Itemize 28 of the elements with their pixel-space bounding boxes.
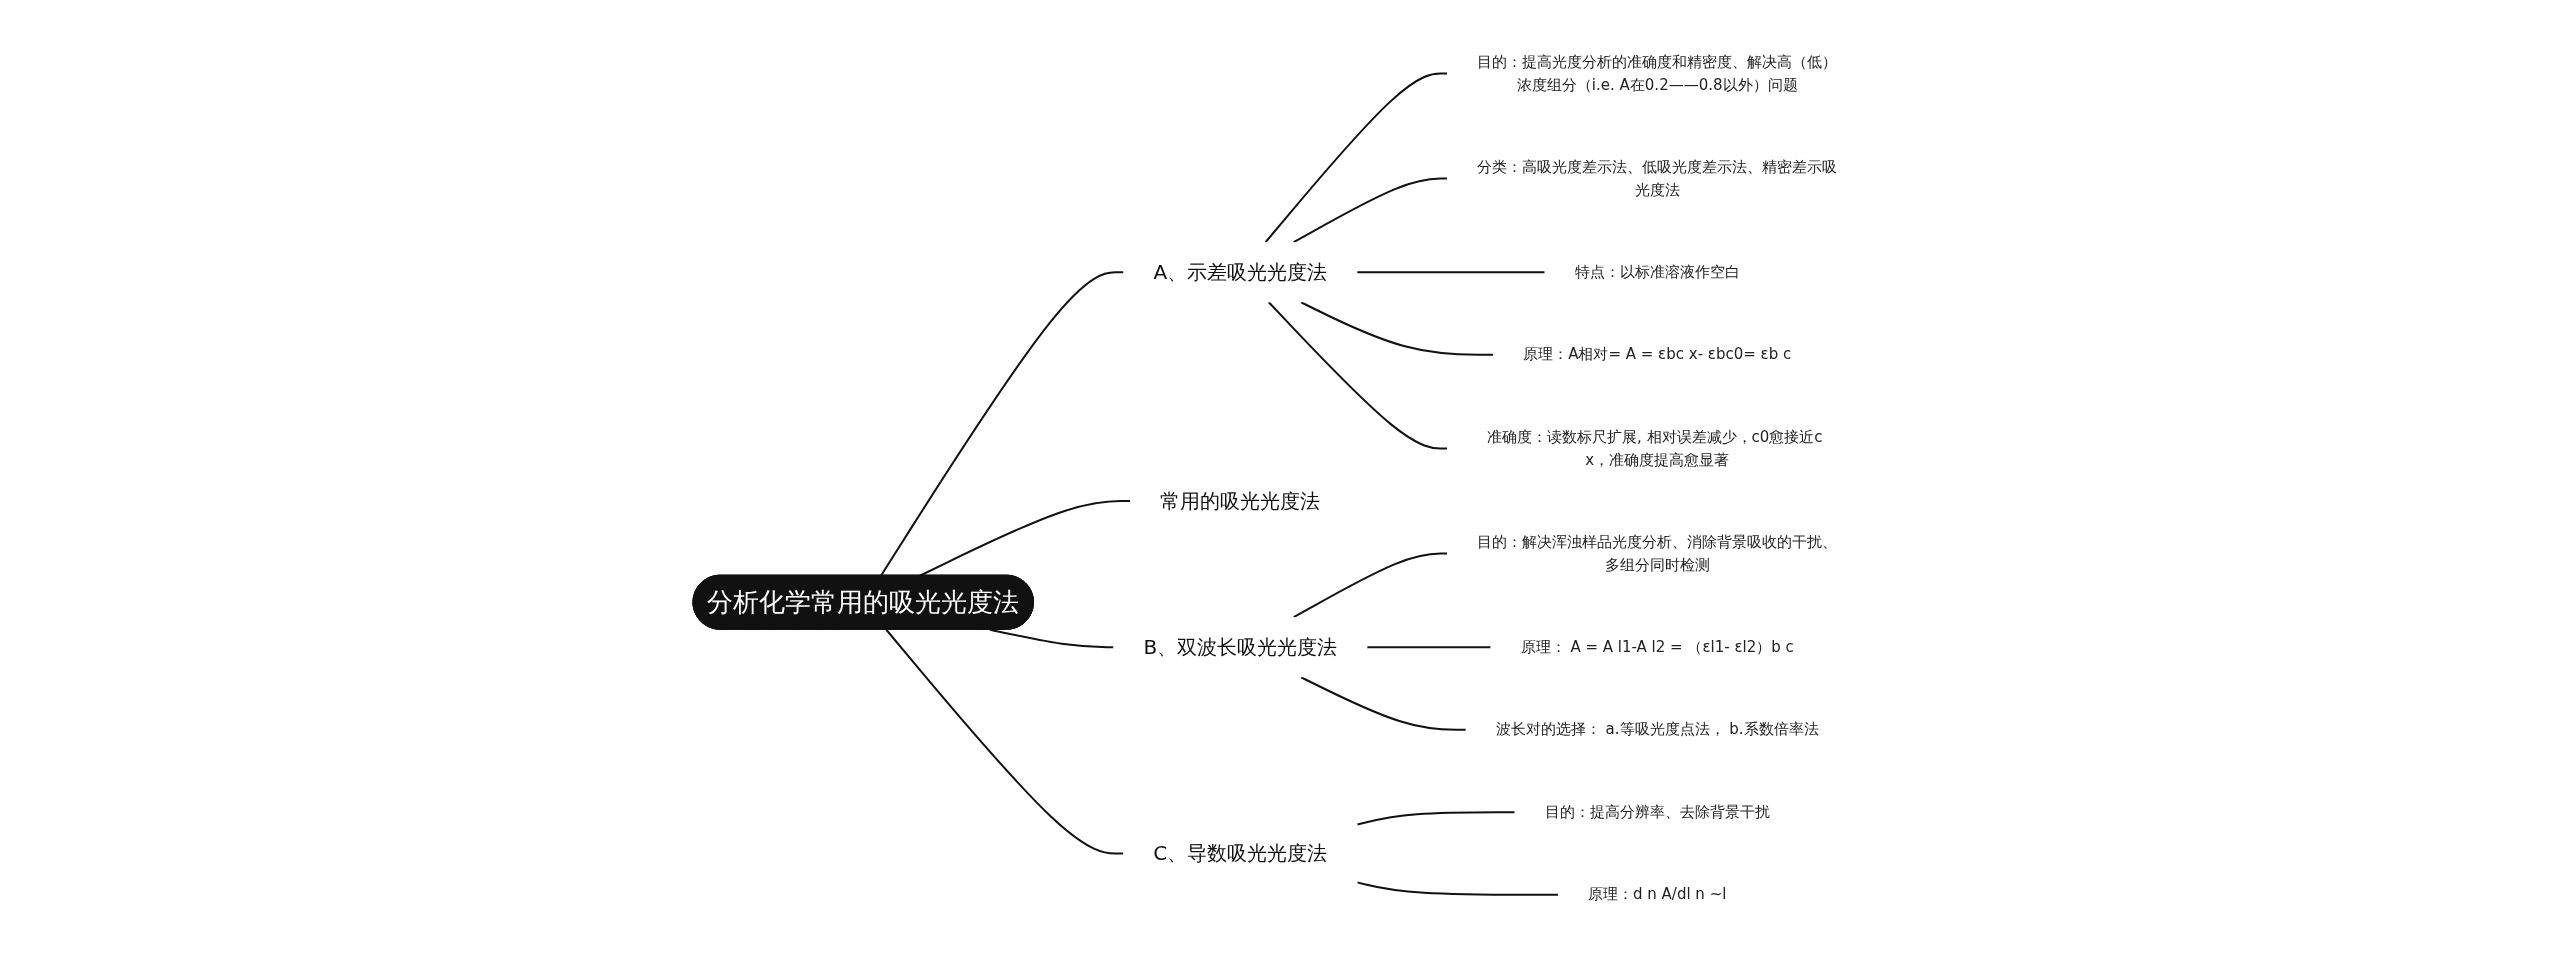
connector bbox=[1356, 811, 1516, 826]
node-text: 原理：d n A/dl n ~l bbox=[1587, 885, 1727, 904]
connector bbox=[1292, 552, 1449, 619]
node-text: A、示差吸光光度法 bbox=[1153, 260, 1328, 285]
node-text: 常用的吸光光度法 bbox=[1160, 488, 1321, 513]
connector bbox=[1366, 646, 1492, 649]
connector bbox=[918, 500, 1132, 577]
node-text: 波长对的选择： a.等吸光度点法， b.系数倍率法 bbox=[1495, 720, 1819, 739]
node-text: C、导数吸光光度法 bbox=[1153, 841, 1328, 866]
node-text: 原理：A相对= A = εbc x- εbc0= εb c bbox=[1523, 345, 1792, 364]
node-text: 准确度：读数标尺扩展, 相对误差减少，c0愈接近c x，准确度提高愈显著 bbox=[1486, 427, 1823, 469]
node-text: 分类：高吸光度差示法、低吸光度差示法、精密差示吸光度法 bbox=[1477, 158, 1838, 199]
node-text: 特点：以标准溶液作空白 bbox=[1574, 263, 1740, 281]
connector bbox=[1299, 676, 1467, 731]
node-text: 目的：提高分辨率、去除背景干扰 bbox=[1544, 802, 1770, 821]
connector bbox=[1292, 177, 1449, 244]
connector bbox=[885, 628, 1125, 855]
node-text: B、双波长吸光光度法 bbox=[1143, 635, 1338, 660]
node-text: 目的：提高光度分析的准确度和精密度、解决高（低）浓度组分（i.e. A在0.2——0.8以外）问题 bbox=[1477, 53, 1838, 94]
node-text: 目的：解决浑浊样品光度分析、消除背景吸收的干扰、多组分同时检测 bbox=[1477, 532, 1838, 574]
connector bbox=[879, 271, 1125, 577]
node-text: 原理： A = A l1-A l2 = （εl1- εl2）b c bbox=[1520, 637, 1794, 656]
connector bbox=[1356, 881, 1559, 896]
connector bbox=[1356, 271, 1546, 274]
connector bbox=[988, 628, 1115, 649]
connector bbox=[1267, 301, 1449, 450]
connector bbox=[1299, 301, 1495, 356]
connector bbox=[1264, 72, 1449, 244]
